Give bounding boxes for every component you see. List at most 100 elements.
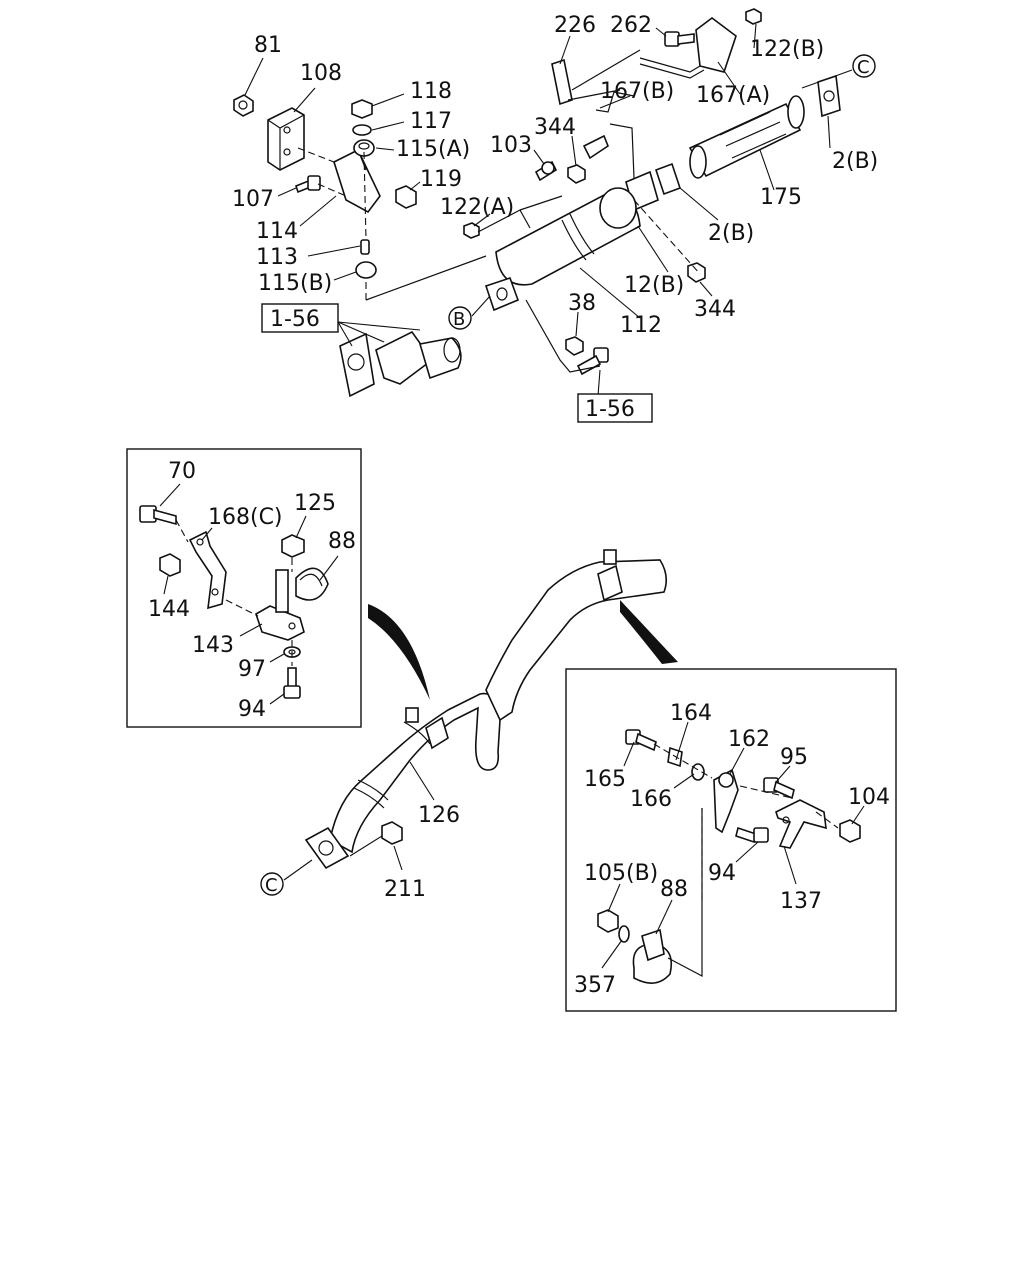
heat-shield-167a bbox=[695, 17, 737, 73]
callout-344-top: 344 bbox=[534, 115, 576, 140]
callout-88-right: 88 bbox=[660, 877, 688, 902]
marker-b: B bbox=[448, 306, 472, 330]
bolt-103 bbox=[534, 160, 558, 182]
nut-81 bbox=[233, 94, 254, 117]
callout-211: 211 bbox=[384, 877, 426, 902]
bolt-70 bbox=[139, 505, 177, 526]
bracket-108 bbox=[267, 107, 305, 171]
callout-167b: 167(B) bbox=[600, 79, 674, 104]
nut-122a bbox=[463, 222, 480, 239]
callout-118: 118 bbox=[410, 79, 452, 104]
callout-112: 112 bbox=[620, 313, 662, 338]
top-guide-lines bbox=[297, 49, 701, 373]
inset-box-right bbox=[565, 668, 897, 1012]
callout-113: 113 bbox=[256, 245, 298, 270]
callout-88-left: 88 bbox=[328, 529, 356, 554]
bolt-165 bbox=[625, 729, 657, 752]
marker-c-bottom-label: C bbox=[265, 875, 278, 896]
callout-344-bottom: 344 bbox=[694, 297, 736, 322]
nut-122b bbox=[745, 8, 762, 25]
bushing-115b bbox=[355, 261, 377, 279]
nut-344-top bbox=[567, 164, 586, 184]
washer-357 bbox=[618, 925, 630, 943]
ref-1-56-left: 1-56 bbox=[270, 307, 320, 332]
bolt-94-left bbox=[283, 667, 301, 699]
callout-162: 162 bbox=[728, 727, 770, 752]
nut-119 bbox=[395, 185, 417, 209]
callout-70: 70 bbox=[168, 459, 196, 484]
callout-105b: 105(B) bbox=[584, 861, 658, 886]
callout-97: 97 bbox=[238, 657, 266, 682]
bolt-262 bbox=[664, 31, 695, 47]
callout-115b: 115(B) bbox=[258, 271, 332, 296]
callout-81: 81 bbox=[254, 33, 282, 58]
callout-114: 114 bbox=[256, 219, 298, 244]
bracket-168c bbox=[188, 530, 227, 610]
mount-143 bbox=[255, 569, 305, 641]
pipe-leaders bbox=[283, 761, 435, 881]
tail-pipe-126 bbox=[304, 549, 668, 870]
marker-c-bottom: C bbox=[260, 872, 284, 896]
bracket-137 bbox=[775, 799, 827, 849]
callout-165: 165 bbox=[584, 767, 626, 792]
nut-125 bbox=[281, 534, 305, 558]
callout-115a: 115(A) bbox=[396, 137, 470, 162]
inset-box-left bbox=[126, 448, 362, 728]
callout-108: 108 bbox=[300, 61, 342, 86]
pipe-167b bbox=[595, 57, 705, 113]
callout-2b-right: 2(B) bbox=[832, 149, 878, 174]
marker-b-label: B bbox=[453, 309, 465, 330]
callout-166: 166 bbox=[630, 787, 672, 812]
nut-38 bbox=[565, 336, 584, 356]
nut-104 bbox=[839, 819, 861, 843]
nut-105b bbox=[597, 909, 619, 933]
marker-c-top-label: C bbox=[857, 57, 870, 78]
marker-c-top: C bbox=[852, 54, 876, 78]
callout-144: 144 bbox=[148, 597, 190, 622]
callout-labels: 81 108 118 117 115(A) 119 107 114 113 11… bbox=[148, 13, 890, 998]
callout-226: 226 bbox=[554, 13, 596, 38]
callout-94-right: 94 bbox=[708, 861, 736, 886]
spacer-113 bbox=[360, 239, 370, 255]
gasket-2b-mid bbox=[654, 162, 682, 196]
bracket-114 bbox=[333, 148, 381, 214]
pipe-bracket bbox=[582, 134, 609, 160]
bracket-162 bbox=[713, 768, 739, 834]
callout-126: 126 bbox=[418, 803, 460, 828]
callout-104: 104 bbox=[848, 785, 890, 810]
callout-164: 164 bbox=[670, 701, 712, 726]
catalytic-converter-175 bbox=[688, 95, 805, 179]
callout-167a: 167(A) bbox=[696, 83, 770, 108]
gasket-2b-right bbox=[817, 74, 841, 118]
ref-box-1-56-bottom: 1-56 bbox=[577, 393, 653, 423]
callout-122b: 122(B) bbox=[750, 37, 824, 62]
callout-94-left: 94 bbox=[238, 697, 266, 722]
arrow-to-left-inset bbox=[368, 604, 430, 700]
nut-344-bottom bbox=[687, 262, 706, 283]
ref-box-1-56-left: 1-56 bbox=[261, 303, 339, 333]
callout-168c: 168(C) bbox=[208, 505, 283, 530]
left-inset-leaders bbox=[159, 483, 339, 705]
clamp-88-left bbox=[295, 567, 329, 601]
callout-103: 103 bbox=[490, 133, 532, 158]
callout-122a: 122(A) bbox=[440, 195, 514, 220]
clamp-88-right bbox=[632, 928, 673, 984]
callout-117: 117 bbox=[410, 109, 452, 134]
ref-1-56-bottom: 1-56 bbox=[585, 397, 635, 422]
pin-164 bbox=[667, 746, 683, 768]
callout-125: 125 bbox=[294, 491, 336, 516]
callout-119: 119 bbox=[420, 167, 462, 192]
callout-38: 38 bbox=[568, 291, 596, 316]
callout-357: 357 bbox=[574, 973, 616, 998]
bolt-107 bbox=[295, 175, 321, 194]
right-inset-leaders bbox=[601, 721, 865, 977]
bracket-226 bbox=[551, 58, 573, 106]
nut-118 bbox=[351, 99, 373, 119]
callout-12b: 12(B) bbox=[624, 273, 684, 298]
callout-137: 137 bbox=[780, 889, 822, 914]
callout-107: 107 bbox=[232, 187, 274, 212]
nut-211 bbox=[381, 821, 403, 845]
front-pipe-ref-part bbox=[339, 330, 462, 398]
callout-262: 262 bbox=[610, 13, 652, 38]
washer-117 bbox=[352, 124, 372, 136]
